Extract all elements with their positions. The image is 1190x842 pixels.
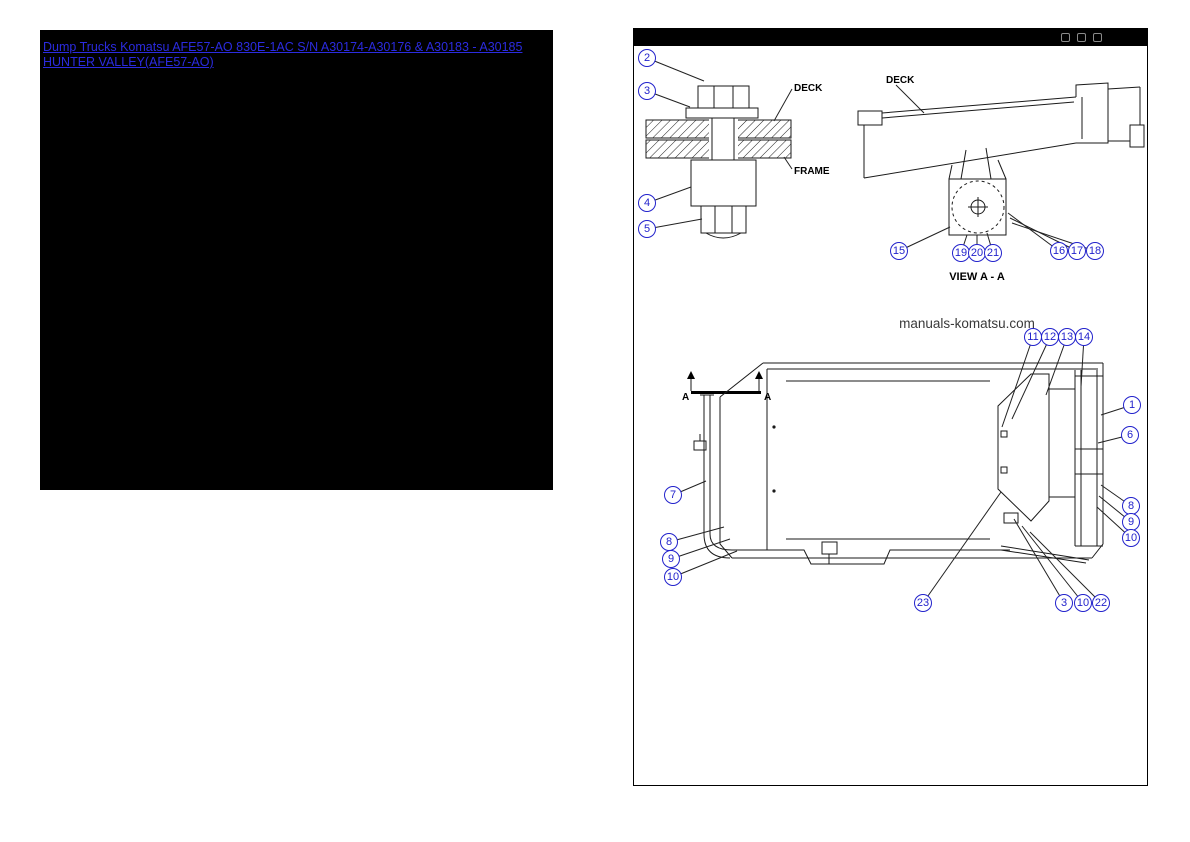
callout-15[interactable]: 15 [890, 242, 908, 260]
callout-8[interactable]: 8 [1122, 497, 1140, 515]
body-plan-view-drawing [687, 362, 1104, 565]
watermark-text: manuals-komatsu.com [899, 316, 1035, 331]
callout-10[interactable]: 10 [664, 568, 682, 586]
deck-side-view-drawing [857, 82, 1145, 236]
callout-22[interactable]: 22 [1092, 594, 1110, 612]
bolt-section-drawing [645, 85, 792, 239]
callout-16[interactable]: 16 [1050, 242, 1068, 260]
callout-3[interactable]: 3 [1055, 594, 1073, 612]
callout-11[interactable]: 11 [1024, 328, 1042, 346]
callout-13[interactable]: 13 [1058, 328, 1076, 346]
view-a-a-title: VIEW A - A [949, 271, 1005, 283]
callout-3[interactable]: 3 [638, 82, 656, 100]
callout-20[interactable]: 20 [968, 244, 986, 262]
callout-23[interactable]: 23 [914, 594, 932, 612]
viewer-toolbar-icon[interactable] [1061, 33, 1070, 42]
callout-6[interactable]: 6 [1121, 426, 1139, 444]
callout-10[interactable]: 10 [1122, 529, 1140, 547]
manual-title-link[interactable]: Dump Trucks Komatsu AFE57-AO 830E-1AC S/… [43, 40, 523, 69]
callout-14[interactable]: 14 [1075, 328, 1093, 346]
callout-5[interactable]: 5 [638, 220, 656, 238]
left-content-panel: Dump Trucks Komatsu AFE57-AO 830E-1AC S/… [40, 30, 553, 490]
callout-18[interactable]: 18 [1086, 242, 1104, 260]
deck-label-side-view: DECK [886, 75, 915, 86]
diagram-viewer-panel: DECK FRAME DECK VIEW A - A A A manuals-komats… [633, 28, 1148, 786]
callout-12[interactable]: 12 [1041, 328, 1059, 346]
callout-9[interactable]: 9 [662, 550, 680, 568]
viewer-toolbar-icon[interactable] [1077, 33, 1086, 42]
callout-4[interactable]: 4 [638, 194, 656, 212]
deck-label-bolt-section: DECK [794, 83, 823, 94]
callout-2[interactable]: 2 [638, 49, 656, 67]
callout-7[interactable]: 7 [664, 486, 682, 504]
callout-1[interactable]: 1 [1123, 396, 1141, 414]
viewer-toolbar-icon[interactable] [1093, 33, 1102, 42]
section-a-left-label: A [682, 392, 690, 403]
section-a-right-label: A [764, 392, 772, 403]
frame-label: FRAME [794, 166, 830, 177]
callout-10[interactable]: 10 [1074, 594, 1092, 612]
label-leader-lines [773, 84, 925, 170]
callout-17[interactable]: 17 [1068, 242, 1086, 260]
callout-8[interactable]: 8 [660, 533, 678, 551]
viewer-header-bar [634, 29, 1147, 46]
callout-21[interactable]: 21 [984, 244, 1002, 262]
parts-diagram [645, 57, 1145, 604]
callout-9[interactable]: 9 [1122, 513, 1140, 531]
